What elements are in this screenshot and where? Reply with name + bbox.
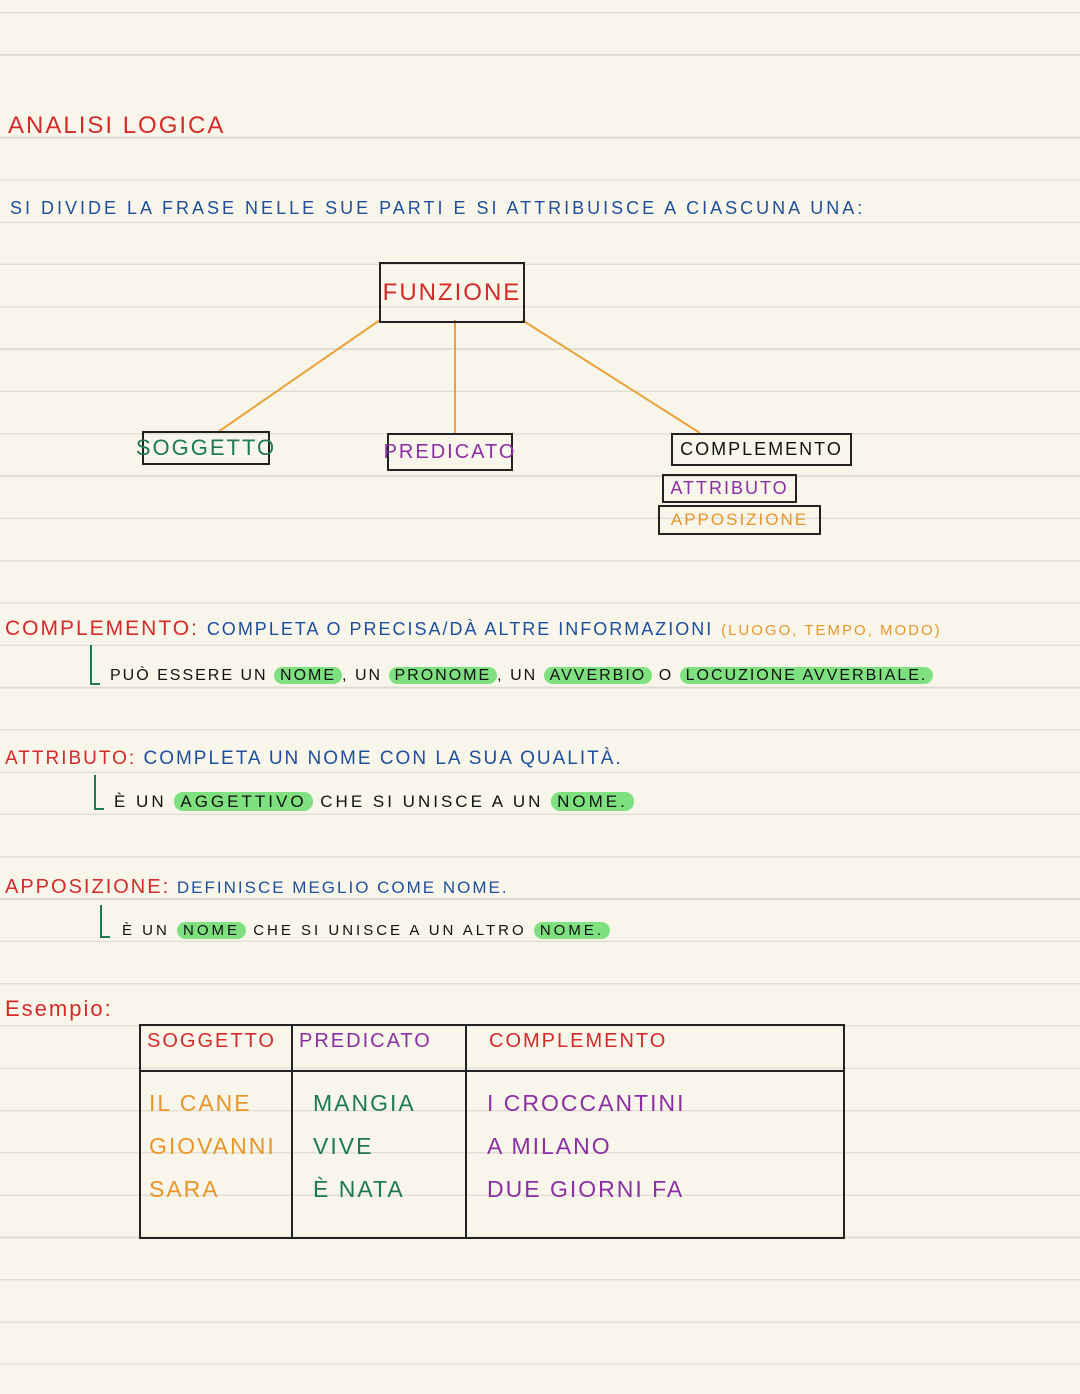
text: Apposizione: bbox=[5, 876, 171, 898]
text: Nome bbox=[274, 667, 343, 684]
text: Nome bbox=[177, 922, 247, 939]
page-title: Analisi Logica bbox=[8, 112, 226, 139]
box-funzione: Funzione bbox=[379, 262, 525, 323]
text: Locuzione avverbiale. bbox=[679, 667, 934, 684]
text: due giorni fa bbox=[487, 1176, 685, 1202]
box-attributo: Attributo bbox=[662, 474, 797, 503]
esempio-label: Esempio: bbox=[5, 996, 113, 1021]
box-predicato: Predicato bbox=[384, 433, 514, 471]
intro-text: Si divide la frase nelle sue parti e si … bbox=[10, 198, 866, 218]
text: Nome. bbox=[533, 922, 610, 939]
text: Attributo: bbox=[5, 748, 137, 769]
definition: completa o precisa/dà altre informazioni bbox=[206, 619, 714, 639]
text: È un bbox=[122, 922, 170, 939]
text: Soggetto bbox=[140, 1025, 292, 1072]
text: che si unisce a un bbox=[320, 792, 544, 811]
text: , un bbox=[497, 667, 538, 684]
text: Complemento bbox=[465, 1025, 844, 1072]
text: È nata bbox=[313, 1176, 405, 1202]
term: Complemento: bbox=[5, 617, 199, 640]
text: Pronome bbox=[388, 667, 498, 684]
table-header: Soggetto Predicato Complemento bbox=[140, 1025, 844, 1072]
text: Può essere un bbox=[110, 667, 268, 684]
text: completa un nome con la sua qualità. bbox=[143, 748, 623, 769]
text: I croccantini bbox=[487, 1090, 686, 1116]
arrow-icon bbox=[90, 645, 100, 685]
box-apposizione: Apposizione bbox=[658, 505, 821, 535]
text: definisce meglio come nome. bbox=[176, 878, 509, 897]
attributo-note: È un Aggettivo che si unisce a un Nome. bbox=[114, 792, 634, 812]
text: Aggettivo bbox=[174, 792, 313, 811]
apposizione-note: È un Nome che si unisce a un altro Nome. bbox=[122, 922, 610, 939]
diagram-connectors bbox=[217, 319, 701, 434]
example-table: Soggetto Predicato Complemento Il caneGi… bbox=[139, 1024, 845, 1239]
connector-complemento bbox=[521, 319, 701, 434]
complementi-column: I croccantini a Milano due giorni fa bbox=[465, 1071, 844, 1238]
text: che si unisce a un altro bbox=[253, 922, 527, 939]
text: Predicato bbox=[291, 1025, 466, 1072]
text: o bbox=[658, 667, 674, 684]
attributo-definition: Attributo: completa un nome con la sua q… bbox=[5, 748, 623, 770]
complemento-note: Può essere un Nome, un Pronome, un Avver… bbox=[110, 667, 934, 685]
apposizione-definition: Apposizione: definisce meglio come nome. bbox=[5, 876, 509, 899]
text: È un bbox=[114, 792, 167, 811]
complemento-definition: Complemento: completa o precisa/dà altre… bbox=[5, 617, 942, 641]
text: Vive bbox=[313, 1133, 374, 1159]
text: a Milano bbox=[487, 1133, 612, 1159]
text: Nome. bbox=[551, 792, 634, 811]
table-row: Il caneGiovanniSara MangiaVive È nata I c… bbox=[140, 1071, 844, 1238]
text: Sara bbox=[149, 1176, 220, 1202]
text: , un bbox=[342, 667, 383, 684]
box-complemento: Complemento bbox=[671, 433, 852, 466]
soggetti-column: Il caneGiovanniSara bbox=[140, 1071, 292, 1238]
text: Mangia bbox=[313, 1090, 416, 1116]
text: Il cane bbox=[149, 1090, 252, 1116]
examples: (luogo, tempo, modo) bbox=[721, 622, 942, 639]
text: Avverbio bbox=[543, 667, 653, 684]
arrow-icon bbox=[100, 905, 110, 938]
connector-soggetto bbox=[217, 319, 381, 433]
text: Giovanni bbox=[149, 1133, 276, 1159]
arrow-icon bbox=[94, 775, 104, 810]
box-soggetto: Soggetto bbox=[136, 431, 274, 465]
predicati-column: MangiaVive È nata bbox=[291, 1071, 466, 1238]
